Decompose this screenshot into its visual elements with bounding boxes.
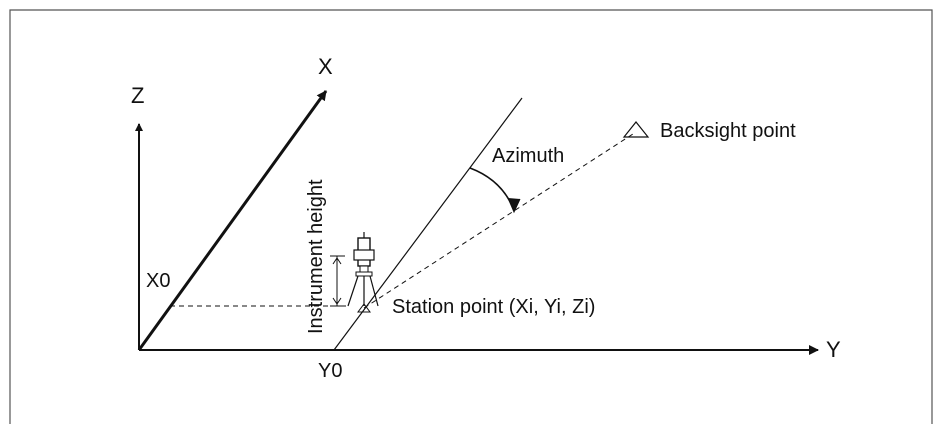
- azimuth-arrowhead: [507, 197, 521, 214]
- y-axis-label: Y: [826, 337, 841, 362]
- backsight-triangle: [622, 121, 650, 138]
- x-axis-line: [137, 90, 328, 351]
- station-point-label: Station point (Xi, Yi, Zi): [392, 296, 595, 318]
- z-axis-label: Z: [131, 83, 144, 108]
- instrument-height-label: Instrument height: [305, 179, 327, 334]
- frame-border: [9, 9, 933, 424]
- azimuth-label: Azimuth: [492, 145, 564, 167]
- y0-label: Y0: [318, 360, 342, 382]
- azimuth-arc: [469, 167, 515, 211]
- north-reference-line: [333, 97, 523, 351]
- total-station-icon: [347, 232, 379, 313]
- x-axis-label: X: [318, 54, 333, 79]
- x0-label: X0: [146, 270, 170, 292]
- backsight-point-label: Backsight point: [660, 120, 796, 142]
